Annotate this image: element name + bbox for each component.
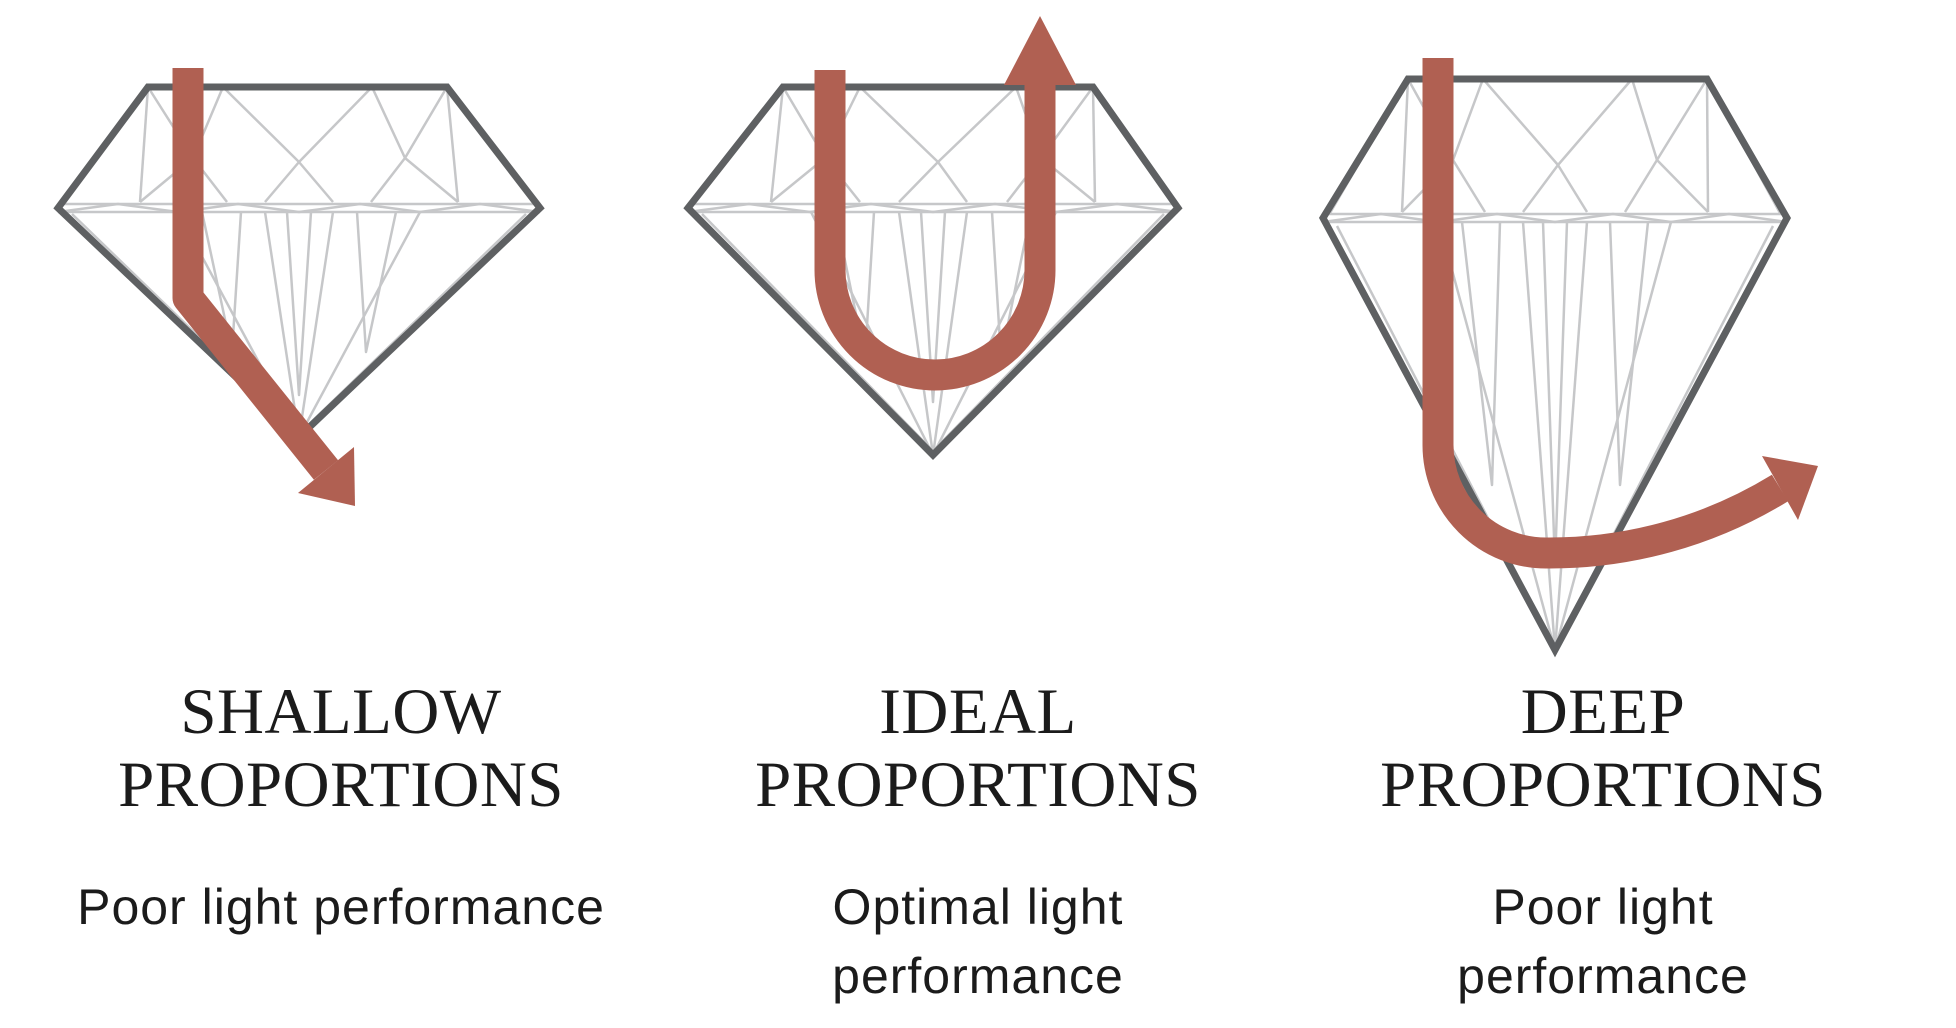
heading-ideal-proportions: IDEAL PROPORTIONS [755,676,1201,821]
diamond-outline-deep [1318,75,1792,658]
light-ray-deep [1422,58,1818,569]
facet-lines-shallow [57,85,541,438]
light-ray-arrowhead-ideal [1004,16,1076,85]
subtitle-shallow-performance: Poor light performance [77,879,605,935]
facet-lines-deep [1322,77,1788,651]
diamond-outline-shallow [53,83,545,442]
light-ray-path-deep [1422,58,1789,569]
light-ray-path-ideal [814,70,1056,391]
light-ray-arrowhead-shallow [298,447,355,506]
diamond-deep [1318,75,1792,658]
light-ray-shallow [172,68,355,506]
heading-deep-proportions: DEEP PROPORTIONS [1380,676,1826,821]
light-ray-ideal [814,16,1076,391]
facet-lines-ideal [687,85,1179,456]
proportions-figure [53,16,1818,658]
diamond-shallow [53,83,545,442]
light-ray-arrowhead-deep [1762,456,1818,520]
light-ray-path-shallow [172,68,339,480]
subtitle-deep-performance: Poor light performance [1457,879,1749,1004]
diamond-ideal [683,83,1183,460]
heading-shallow-proportions: SHALLOW PROPORTIONS [118,676,564,821]
subtitle-ideal-performance: Optimal light performance [832,879,1124,1004]
